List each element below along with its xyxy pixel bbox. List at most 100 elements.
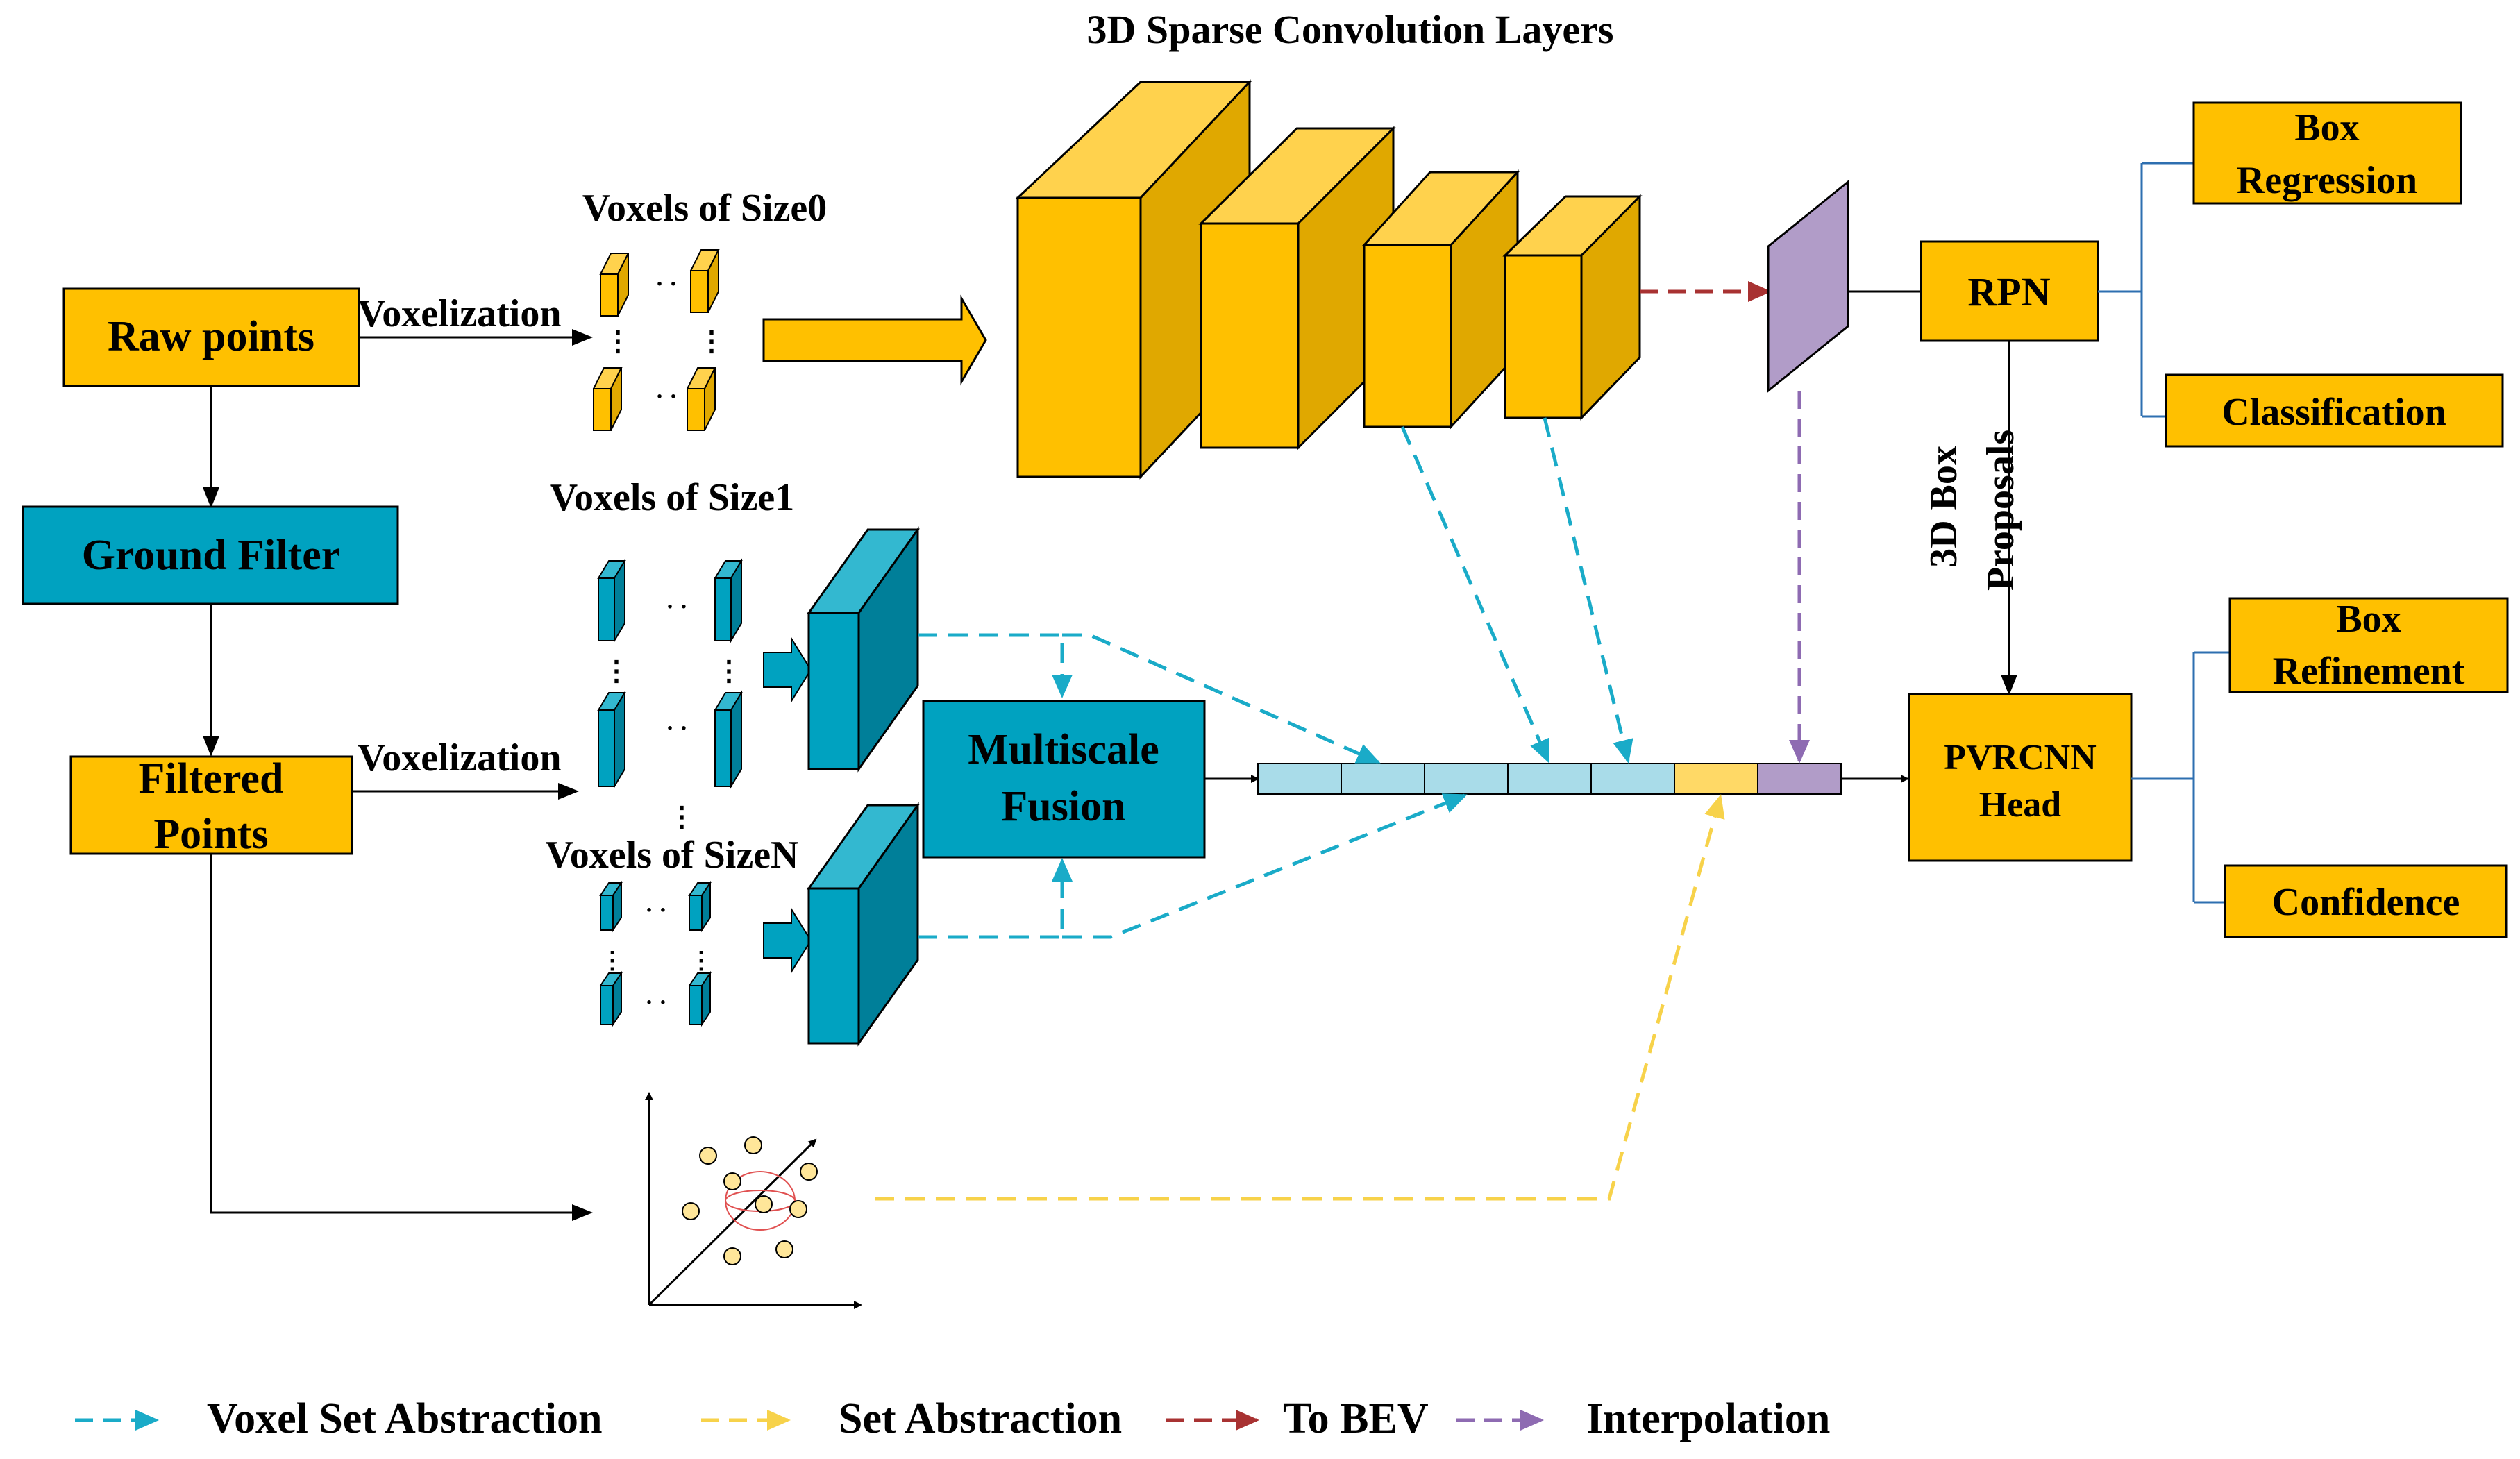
voxel-grid-size1: · · · · ⋮ ⋮ ⋮: [597, 558, 743, 832]
feature-vector: [1257, 763, 1842, 795]
box-refinement-box: Box Refinement: [2228, 597, 2509, 693]
voxel-vdots: ⋮: [668, 801, 696, 832]
proposals-label-1: 3D Box: [1922, 446, 1965, 568]
voxel-vdots: ⋮: [604, 326, 632, 357]
legend-item-to-bev: To BEV: [1166, 1395, 1429, 1442]
voxelization-top-label: Voxelization: [358, 292, 561, 335]
filtered-points-label-1: Filtered: [139, 755, 284, 802]
box-refinement-label-1: Box: [2336, 598, 2401, 641]
filtered-points-box: Filtered Points: [69, 755, 353, 858]
point: [775, 1240, 793, 1258]
arrow-filtered-to-pointcloud: [210, 854, 593, 1221]
point: [755, 1195, 773, 1213]
voxel-vdots: ⋮: [698, 326, 725, 357]
multiscale-label-2: Fusion: [1001, 783, 1125, 830]
voxel-cube: [688, 970, 712, 1027]
ground-filter-label: Ground Filter: [82, 532, 341, 579]
voxel-dots: · ·: [666, 716, 687, 741]
pvrcnn-output-bracket: [2131, 651, 2230, 904]
multiscale-label-1: Multiscale: [968, 726, 1159, 773]
feature-segment: [1757, 763, 1842, 795]
raw-points-box: Raw points: [62, 287, 360, 387]
conv-block-3: [1361, 169, 1520, 430]
point: [789, 1200, 807, 1218]
legend-label: Interpolation: [1586, 1395, 1830, 1442]
feature-segment: [1590, 763, 1675, 795]
pvrcnn-head-box: PVRCNN Head: [1908, 693, 2133, 862]
box-regression-label-2: Regression: [2237, 159, 2417, 202]
voxel-grid-size0: · · · · ⋮ ⋮: [592, 249, 725, 431]
rpn-box: RPN: [1920, 240, 2099, 342]
voxel-vdots: ⋮: [603, 655, 630, 686]
classification-label: Classification: [2221, 391, 2446, 434]
legend-label: To BEV: [1283, 1395, 1429, 1442]
legend: Voxel Set Abstraction Set Abstraction To…: [75, 1395, 1830, 1442]
voxel-dots: · ·: [645, 990, 666, 1015]
box-regression-label-1: Box: [2294, 106, 2359, 149]
voxel-cube: [688, 880, 712, 933]
legend-item-interpolation: Interpolation: [1456, 1395, 1830, 1442]
voxel-vdots: ⋮: [600, 948, 624, 974]
voxel-cube: [599, 880, 623, 933]
feature-segment: [1424, 763, 1509, 795]
rpn-output-bracket: [2098, 162, 2194, 418]
point: [699, 1147, 717, 1165]
diagram-title: 3D Sparse Convolution Layers: [1087, 7, 1614, 52]
box-refinement-label-2: Refinement: [2273, 650, 2465, 693]
point: [682, 1202, 700, 1220]
legend-label: Voxel Set Abstraction: [207, 1395, 602, 1442]
voxel-cube: [599, 253, 630, 317]
voxel-vdots: ⋮: [715, 655, 743, 686]
voxel-vdots: ⋮: [689, 948, 713, 974]
voxel-dots: · ·: [655, 271, 677, 297]
voxel-dots: · ·: [666, 594, 687, 620]
voxel-dots: · ·: [645, 897, 666, 923]
voxels-size1-label: Voxels of Size1: [550, 476, 795, 519]
voxel-cube: [597, 558, 626, 643]
legend-item-voxel-set-abstraction: Voxel Set Abstraction: [75, 1395, 602, 1442]
teal-arrow-size1: [763, 636, 812, 704]
confidence-label: Confidence: [2272, 881, 2460, 924]
point-cloud-illustration: [645, 1092, 862, 1309]
bev-feature-map: [1767, 179, 1849, 394]
legend-label: Set Abstraction: [839, 1395, 1122, 1442]
multiscale-fusion-box: Multiscale Fusion: [922, 700, 1206, 859]
voxels-size0-label: Voxels of Size0: [582, 187, 828, 230]
proposals-label-2: Proposals: [1979, 430, 2022, 591]
voxel-cube: [592, 367, 623, 431]
voxel-cube: [686, 367, 716, 431]
point: [723, 1172, 741, 1190]
voxel-cube: [597, 690, 626, 789]
feature-segment: [1674, 763, 1758, 795]
feature-segment: [1257, 763, 1342, 795]
confidence-box: Confidence: [2224, 864, 2508, 938]
classification-box: Classification: [2165, 373, 2504, 448]
conv-block-4: [1502, 194, 1643, 421]
raw-points-label: Raw points: [108, 313, 314, 360]
voxel-cube: [599, 970, 623, 1027]
box-regression-box: Box Regression: [2192, 101, 2462, 205]
pvrcnn-label-1: PVRCNN: [1944, 738, 2097, 777]
voxel-dots: · ·: [655, 384, 677, 410]
point: [800, 1163, 818, 1181]
filtered-points-label-2: Points: [153, 811, 268, 858]
teal-block-size1: [807, 526, 920, 773]
pvrcnn-label-2: Head: [1979, 785, 2062, 825]
voxel-cube: [714, 690, 743, 789]
feature-segment: [1507, 763, 1592, 795]
voxel-grid-sizeN: · · · · ⋮ ⋮: [599, 880, 713, 1027]
rpn-label: RPN: [1967, 269, 2050, 314]
voxel-cube: [689, 249, 720, 313]
voxelization-bottom-label: Voxelization: [358, 736, 561, 779]
feature-segment: [1341, 763, 1425, 795]
big-arrow-to-conv: [762, 294, 987, 386]
voxels-sizeN-label: Voxels of SizeN: [545, 834, 798, 877]
point: [723, 1247, 741, 1265]
teal-arrow-sizeN: [763, 906, 812, 975]
teal-block-sizeN: [807, 802, 920, 1047]
voxel-set-abstraction-arrows: [918, 417, 1633, 939]
voxel-cube: [714, 558, 743, 643]
ground-filter-box: Ground Filter: [22, 505, 399, 605]
set-abstraction-arrow: [875, 794, 1725, 1201]
